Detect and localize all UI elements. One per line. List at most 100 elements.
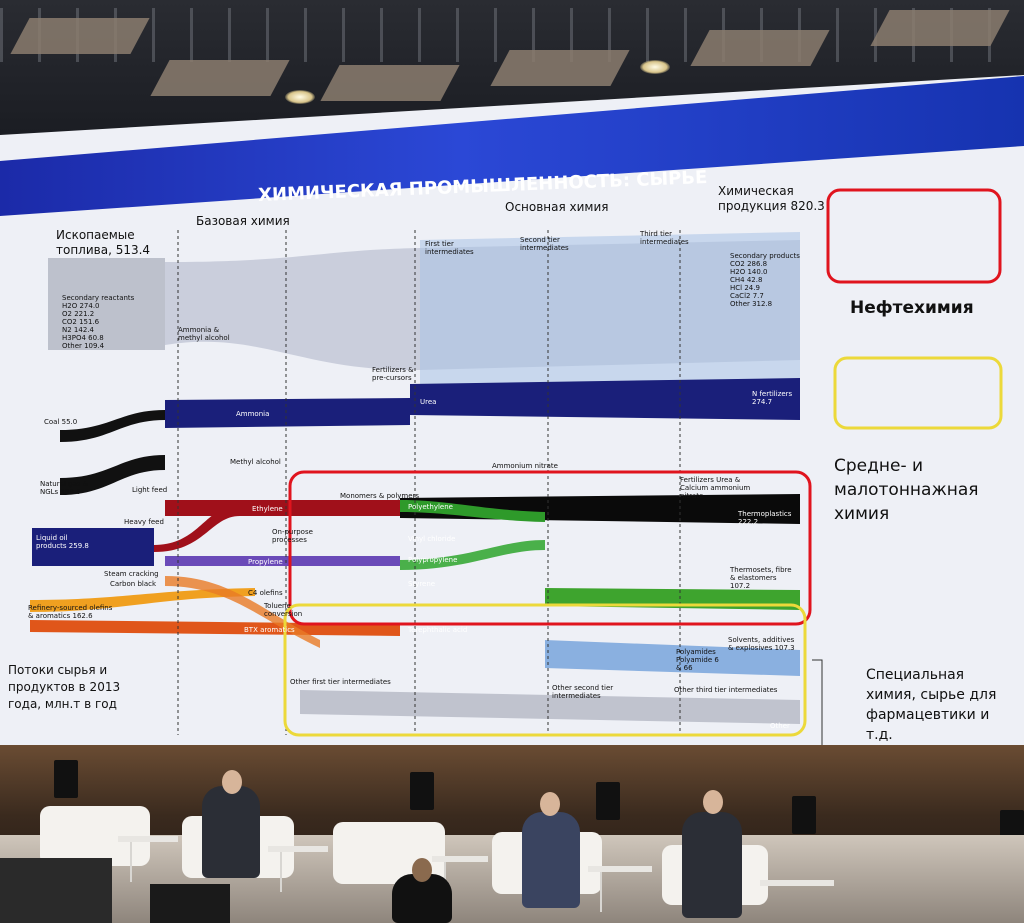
product-line: Other 312.8 <box>730 300 773 308</box>
flow-liquid-oil-ethylene <box>154 505 240 552</box>
process-on-purpose: On-purpose processes <box>272 528 313 544</box>
yellow-highlight-box <box>283 603 807 737</box>
reactant-line: O2 221.2 <box>62 310 95 318</box>
stage-light <box>285 90 315 104</box>
out-fertilizers: Fertilizers Urea & Calcium ammonium nitr… <box>680 476 751 500</box>
table-leg <box>130 842 132 882</box>
node-c4-olefins: C4 olefins <box>248 589 283 597</box>
flow-coal <box>60 410 165 442</box>
wall-speaker <box>54 760 78 798</box>
node-propylene: Propylene <box>248 558 283 566</box>
reactant-line: Secondary reactants <box>62 294 135 302</box>
panelist <box>522 812 580 908</box>
out-other: Other <box>770 722 790 730</box>
flow-propylene <box>165 556 400 566</box>
legend-petrochemistry: Нефтехимия <box>850 298 974 318</box>
panelist-head <box>703 790 723 814</box>
flow-secondary-reactants <box>48 258 165 350</box>
mid-polyethylene: Polyethylene <box>408 503 453 511</box>
mid-ammonium-nitrate: Ammonium nitrate <box>492 462 558 470</box>
reactant-line: CO2 151.6 <box>62 318 100 326</box>
product-line: CaCl2 7.7 <box>730 292 764 300</box>
label-fossil-fuels: Ископаемые топлива, 513.4 <box>56 228 151 257</box>
node-ammonia-methyl: Ammonia & methyl alcohol <box>178 326 230 342</box>
flow-other-lower <box>300 690 800 724</box>
flow-thermosets <box>545 588 800 610</box>
mid-fertilizers: Fertilizers & pre-cursors <box>372 366 414 382</box>
flow-solvents <box>545 640 800 676</box>
node-ethylene: Ethylene <box>252 505 283 513</box>
product-line: HCl 24.9 <box>730 284 760 292</box>
flow-ammonia <box>165 398 410 428</box>
process-light-feed: Light feed <box>132 486 168 494</box>
secondary-products-list: Secondary products CO2 286.8 H2O 140.0 C… <box>730 252 800 308</box>
flow-note: Потоки сырья и продуктов в 2013 года, мл… <box>8 663 121 711</box>
label-chemical-products: Химическая продукция 820.3 <box>718 184 825 213</box>
wall-speaker <box>792 796 816 834</box>
process-heavy-feed: Heavy feed <box>124 518 164 526</box>
mid-other-first-tier: Other first tier intermediates <box>290 678 391 686</box>
table-leg <box>280 852 282 892</box>
wall-speaker <box>596 782 620 820</box>
process-toluene: Toluene conversion <box>264 602 303 618</box>
legend-red-box <box>826 188 1002 284</box>
stage-monitor <box>150 884 230 923</box>
panelist <box>202 786 260 878</box>
reactant-line: H3PO4 60.8 <box>62 334 104 342</box>
product-line: H2O 140.0 <box>730 268 768 276</box>
side-table <box>432 856 488 862</box>
reactant-line: N2 142.4 <box>62 326 94 334</box>
special-bracket <box>812 659 823 749</box>
side-table <box>760 880 834 886</box>
side-table <box>588 866 652 872</box>
flow-ethylene <box>165 500 400 516</box>
product-line: Secondary products <box>730 252 800 260</box>
reactant-line: H2O 274.0 <box>62 302 100 310</box>
secondary-reactants-list: Secondary reactants H2O 274.0 O2 221.2 C… <box>62 294 134 350</box>
legend-special: Специальная химия, сырье для фармацевтик… <box>866 667 997 743</box>
flow-c4-olefins <box>30 588 255 612</box>
mid-urea: Urea <box>420 398 437 406</box>
node-btx: BTX aromatics <box>244 626 295 634</box>
out-polyamides: Polyamides Polyamide 6 & 66 <box>676 648 719 672</box>
mid-monomers: Monomers & polymers <box>340 492 420 500</box>
out-thermoplastics: Thermoplastics 222.2 <box>738 510 792 526</box>
out-other-second: Other second tier intermediates <box>552 684 614 700</box>
panelist-head <box>540 792 560 816</box>
out-other-third: Other third tier intermediates <box>674 686 778 694</box>
audience-member <box>392 874 452 923</box>
flow-orange-mix <box>165 576 320 648</box>
mid-terephthalic: Terephthalic acid <box>408 626 468 634</box>
label-refinery: Refinery-sourced olefins & aromatics 162… <box>28 604 113 620</box>
label-natural-gas: Natural gas & NGLs 198.6 <box>40 480 89 496</box>
legend-yellow-box <box>833 356 1003 430</box>
label-liquid-oil: Liquid oil products 259.8 <box>36 534 89 550</box>
label-base-chemistry: Базовая химия <box>196 214 290 228</box>
panelist-head <box>222 770 242 794</box>
mid-polypropylene: Polypropylene <box>408 556 458 564</box>
out-solvents: Solvents, additives & explosives 107.3 <box>728 636 795 652</box>
side-table <box>118 836 178 842</box>
mid-vinyl-chloride: Vinyl chloride <box>408 535 456 543</box>
process-carbon-black: Carbon black <box>110 580 157 588</box>
stage-monitor <box>0 858 112 923</box>
label-first-tier: First tier intermediates <box>425 240 474 256</box>
legend-medium-small: Средне- и малотоннажная химия <box>834 456 979 524</box>
reactant-line: Other 109.4 <box>62 342 105 350</box>
flow-btx <box>30 620 400 636</box>
table-leg <box>600 872 602 912</box>
out-thermosets: Thermosets, fibre & elastomers 107.2 <box>730 566 792 590</box>
side-table <box>268 846 328 852</box>
label-coal: Coal 55.0 <box>44 418 78 426</box>
flow-light-blue <box>420 232 800 385</box>
flow-green-2 <box>400 540 545 570</box>
flow-n-fertilizers <box>410 378 800 420</box>
out-n-fertilizers: N fertilizers 274.7 <box>752 390 793 406</box>
wall-speaker <box>410 772 434 810</box>
red-highlight-box <box>288 470 812 626</box>
process-steam-cracking: Steam cracking <box>104 570 159 578</box>
flow-green-1 <box>400 500 545 522</box>
node-liquid-oil <box>32 528 154 566</box>
label-main-chemistry: Основная химия <box>505 200 609 214</box>
